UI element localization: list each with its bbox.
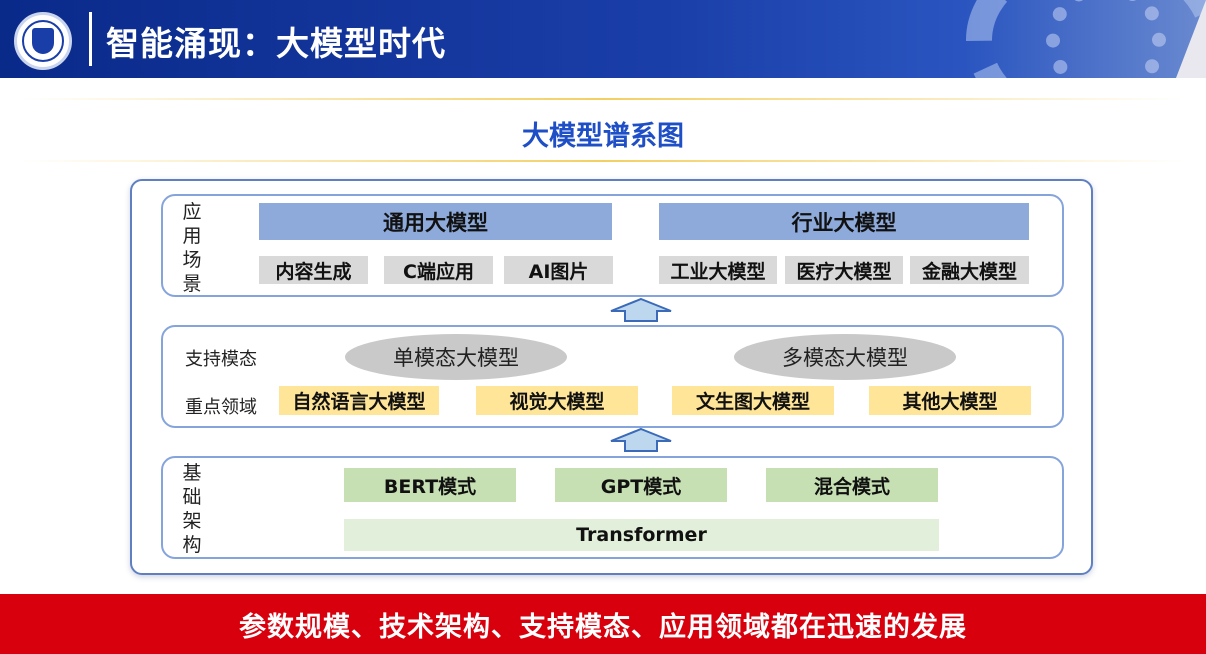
general-item: C端应用 [384, 256, 493, 284]
summary-banner: 参数规模、技术架构、支持模态、应用领域都在迅速的发展 [0, 594, 1206, 654]
page-title: 智能涌现：大模型时代 [106, 24, 446, 63]
header-bar: 智能涌现：大模型时代 [0, 0, 1206, 78]
foundation-panel: 基 础 架 构 BERT模式 GPT模式 混合模式 Transformer [161, 456, 1064, 559]
subtitle-rule-bottom [20, 160, 1186, 162]
header-divider [89, 12, 92, 66]
industry-item: 金融大模型 [910, 256, 1029, 284]
gear-decoration-small [1046, 0, 1166, 78]
transformer-base: Transformer [344, 519, 939, 551]
domain-item: 文生图大模型 [672, 386, 834, 415]
up-arrow-icon [610, 297, 672, 322]
subtitle-rule-top [20, 98, 1186, 100]
modality-panel: 支持模态 重点领域 单模态大模型 多模态大模型 自然语言大模型 视觉大模型 文生… [161, 325, 1064, 428]
architecture-mode: GPT模式 [555, 468, 727, 502]
architecture-mode: 混合模式 [766, 468, 938, 502]
support-modality-label: 支持模态 [185, 349, 257, 370]
single-modal-ellipse: 单模态大模型 [345, 334, 567, 380]
general-model-header: 通用大模型 [259, 203, 612, 240]
general-item: AI图片 [504, 256, 613, 284]
focus-domain-label: 重点领域 [185, 397, 257, 418]
industry-item: 医疗大模型 [785, 256, 903, 284]
diagram-frame: 应 用 场 景 通用大模型 行业大模型 内容生成 C端应用 AI图片 工业大模型… [130, 179, 1093, 575]
application-panel: 应 用 场 景 通用大模型 行业大模型 内容生成 C端应用 AI图片 工业大模型… [161, 194, 1064, 297]
university-logo-icon [14, 12, 72, 70]
general-item: 内容生成 [259, 256, 368, 284]
foundation-label: 基 础 架 构 [182, 462, 202, 556]
domain-item: 自然语言大模型 [279, 386, 439, 415]
application-label: 应 用 场 景 [182, 201, 202, 295]
industry-model-header: 行业大模型 [659, 203, 1029, 240]
industry-item: 工业大模型 [659, 256, 777, 284]
up-arrow-icon [610, 427, 672, 452]
header-corner [1176, 0, 1206, 78]
diagram-title: 大模型谱系图 [522, 121, 684, 152]
domain-item: 视觉大模型 [476, 386, 638, 415]
multi-modal-ellipse: 多模态大模型 [734, 334, 956, 380]
architecture-mode: BERT模式 [344, 468, 516, 502]
domain-item: 其他大模型 [869, 386, 1031, 415]
